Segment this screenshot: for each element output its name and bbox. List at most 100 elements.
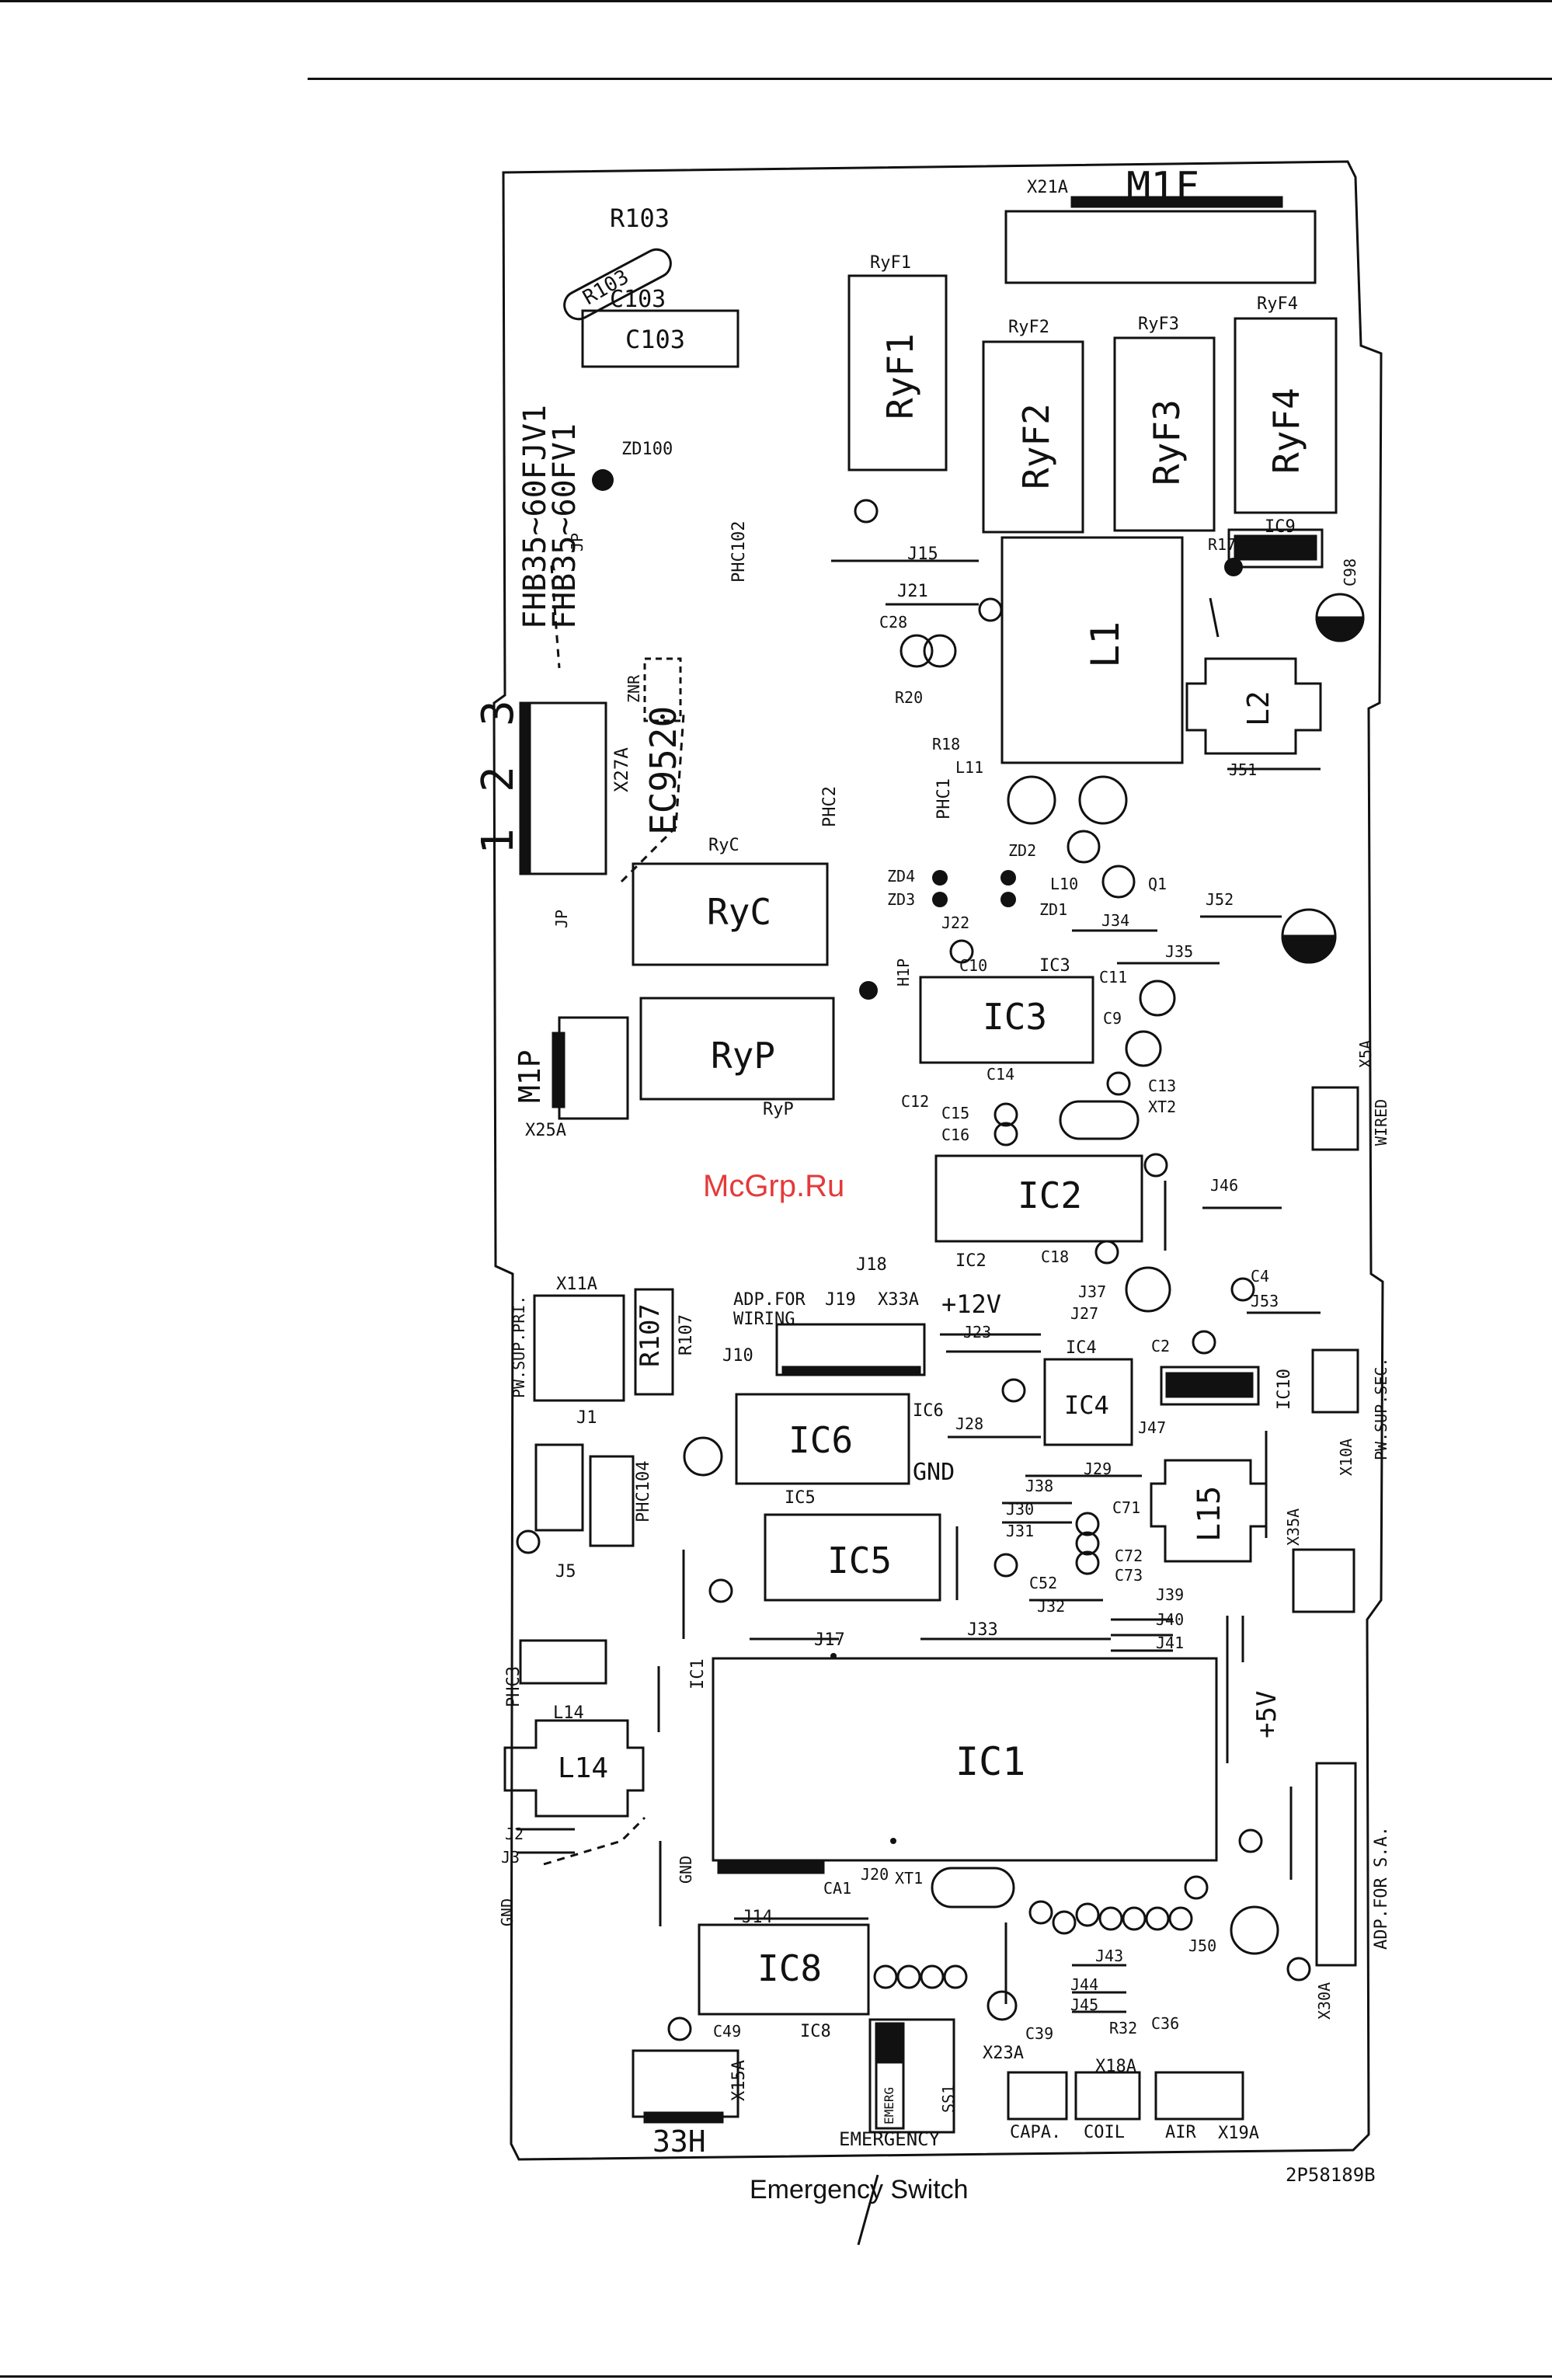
ryf3-relay xyxy=(1113,336,1216,532)
svg-text:J33: J33 xyxy=(967,1620,998,1640)
l14-inductor xyxy=(503,1719,645,1818)
svg-text:IC9: IC9 xyxy=(1265,517,1296,537)
x10a-connector xyxy=(1311,1348,1359,1414)
svg-text:+12V: +12V xyxy=(941,1289,1001,1319)
svg-text:IC6: IC6 xyxy=(913,1401,944,1421)
svg-text:PHC102: PHC102 xyxy=(729,521,749,583)
svg-text:JP: JP xyxy=(552,910,571,928)
svg-text:RyF1: RyF1 xyxy=(879,333,921,419)
svg-text:C103: C103 xyxy=(625,325,685,354)
svg-text:C10: C10 xyxy=(959,956,987,975)
svg-text:R18: R18 xyxy=(932,735,960,753)
svg-text:J17: J17 xyxy=(814,1630,845,1650)
svg-text:J43: J43 xyxy=(1095,1947,1123,1965)
svg-text:IC8: IC8 xyxy=(757,1947,822,1989)
svg-text:ZD2: ZD2 xyxy=(1008,841,1036,860)
board-outline xyxy=(492,160,1384,2161)
svg-text:J28: J28 xyxy=(955,1414,983,1433)
svg-text:EMERG: EMERG xyxy=(882,2087,896,2124)
svg-text:FHB35~60FJV1: FHB35~60FJV1 xyxy=(517,405,553,629)
svg-text:L14: L14 xyxy=(553,1703,584,1723)
svg-text:IC5: IC5 xyxy=(827,1540,892,1581)
svg-text:L14: L14 xyxy=(558,1752,608,1784)
x15a-connector xyxy=(632,2049,739,2118)
svg-text:ZD1: ZD1 xyxy=(1039,900,1067,919)
svg-text:1: 1 xyxy=(473,828,524,854)
svg-text:M1P: M1P xyxy=(513,1049,547,1103)
svg-text:J51: J51 xyxy=(1229,760,1257,779)
svg-text:C9: C9 xyxy=(1103,1009,1122,1028)
svg-text:C13: C13 xyxy=(1148,1077,1176,1095)
ryf4-relay xyxy=(1234,317,1338,514)
svg-text:PHC104: PHC104 xyxy=(634,1461,653,1522)
svg-text:J18: J18 xyxy=(856,1255,887,1275)
svg-text:L10: L10 xyxy=(1050,875,1078,893)
x21a-connector xyxy=(1004,210,1317,284)
svg-text:RyC: RyC xyxy=(708,836,739,855)
znr xyxy=(643,657,682,722)
svg-text:C71: C71 xyxy=(1112,1498,1140,1517)
svg-text:C49: C49 xyxy=(713,2022,741,2041)
svg-text:IC1: IC1 xyxy=(955,1739,1025,1784)
svg-text:XT1: XT1 xyxy=(895,1869,923,1888)
x19a-connector xyxy=(1154,2071,1244,2121)
svg-text:PW.SUP.PRI.: PW.SUP.PRI. xyxy=(510,1296,528,1398)
svg-text:IC5: IC5 xyxy=(785,1488,816,1508)
svg-text:J32: J32 xyxy=(1037,1597,1065,1616)
svg-text:ADP.FOR: ADP.FOR xyxy=(733,1290,806,1310)
filled-dots xyxy=(592,469,1243,1844)
svg-text:C14: C14 xyxy=(987,1065,1014,1084)
svg-text:C103: C103 xyxy=(610,286,666,313)
svg-text:EMERGENCY: EMERGENCY xyxy=(839,2128,941,2150)
ryf1-relay xyxy=(847,274,948,471)
svg-text:J10: J10 xyxy=(722,1346,753,1366)
x27a-terminal xyxy=(527,701,607,875)
ryf2-relay xyxy=(982,340,1084,534)
svg-text:IC2: IC2 xyxy=(955,1251,987,1271)
bottom-rule xyxy=(0,2375,1552,2378)
svg-text:J45: J45 xyxy=(1070,1996,1098,2014)
svg-text:C98: C98 xyxy=(1341,558,1359,586)
svg-text:IC3: IC3 xyxy=(983,996,1047,1038)
svg-text:C11: C11 xyxy=(1099,968,1127,986)
svg-text:WIRING: WIRING xyxy=(733,1310,795,1329)
ryc-relay xyxy=(632,862,829,966)
svg-text:M1F: M1F xyxy=(1126,164,1199,211)
svg-text:SS1: SS1 xyxy=(939,2085,958,2113)
board-labels: X21A M1F R103 R103 C103 C103 RyF1 RyF1 R… xyxy=(473,164,1391,2186)
svg-text:XT2: XT2 xyxy=(1148,1098,1176,1116)
svg-text:2: 2 xyxy=(473,766,524,792)
ic2-chip xyxy=(934,1154,1143,1243)
xt2-crystal xyxy=(1059,1100,1140,1140)
svg-text:RyP: RyP xyxy=(711,1035,775,1077)
ic5-chip xyxy=(764,1513,941,1602)
ic8-chip xyxy=(698,1923,870,2016)
l2-inductor xyxy=(1185,657,1322,755)
svg-text:C2: C2 xyxy=(1151,1337,1170,1355)
svg-text:R32: R32 xyxy=(1109,2019,1137,2037)
svg-text:IC6: IC6 xyxy=(788,1419,853,1461)
svg-text:IC8: IC8 xyxy=(800,2022,831,2041)
svg-text:GND: GND xyxy=(913,1459,955,1486)
svg-text:IC10: IC10 xyxy=(1275,1369,1294,1410)
svg-text:X18A: X18A xyxy=(1095,2057,1136,2076)
svg-text:C36: C36 xyxy=(1151,2014,1179,2033)
svg-text:J14: J14 xyxy=(742,1908,773,1927)
svg-text:J40: J40 xyxy=(1156,1610,1184,1629)
svg-text:C12: C12 xyxy=(901,1092,929,1111)
svg-text:RyF1: RyF1 xyxy=(870,253,911,273)
phc-box-b xyxy=(589,1455,635,1547)
svg-text:X10A: X10A xyxy=(1337,1439,1355,1476)
svg-text:L11: L11 xyxy=(955,758,983,777)
svg-text:J38: J38 xyxy=(1025,1477,1053,1495)
svg-text:H1P: H1P xyxy=(894,959,913,986)
svg-text:C18: C18 xyxy=(1041,1247,1069,1266)
svg-text:C39: C39 xyxy=(1025,2024,1053,2043)
x35a-connector xyxy=(1292,1548,1355,1613)
svg-text:IC3: IC3 xyxy=(1039,956,1070,976)
x23a-connector xyxy=(1007,2071,1068,2121)
svg-text:ZNR: ZNR xyxy=(625,674,643,703)
svg-text:J20: J20 xyxy=(861,1865,889,1884)
svg-text:J21: J21 xyxy=(897,582,928,601)
x30a-connector xyxy=(1315,1762,1357,1967)
